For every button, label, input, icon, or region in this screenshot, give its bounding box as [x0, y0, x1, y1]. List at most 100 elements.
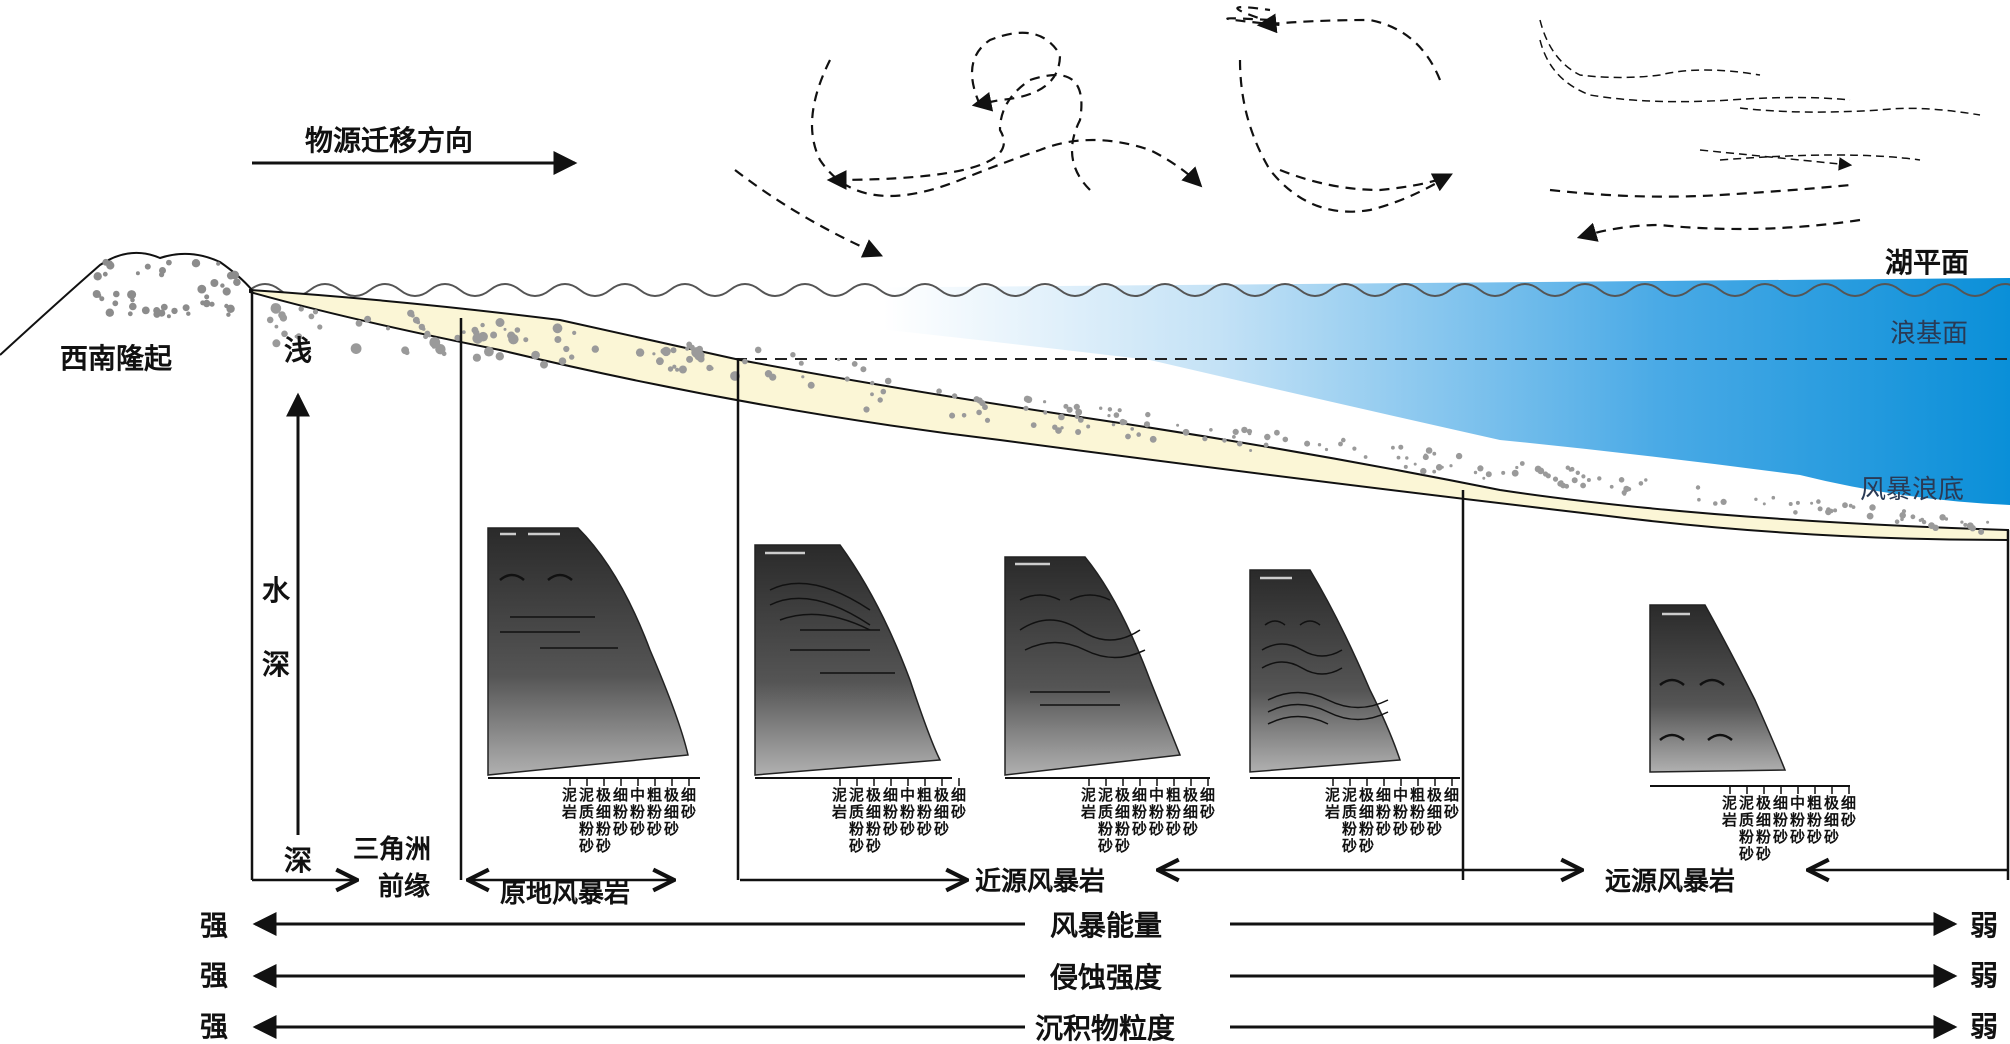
sand-grain-dot — [416, 320, 421, 325]
sand-grain-dot — [410, 313, 415, 318]
sand-grain-dot — [1060, 426, 1064, 430]
sand-grain-dot — [1420, 467, 1427, 475]
sand-grain-dot — [1073, 403, 1080, 410]
sand-grain-dot — [1966, 522, 1974, 530]
sand-grain-dot — [1825, 508, 1832, 516]
sand-grain-dot — [1720, 498, 1727, 505]
sand-grain-dot — [976, 409, 982, 416]
sand-grain-dot — [851, 361, 858, 367]
sand-body — [249, 288, 2009, 542]
uplift-grain-dot — [210, 279, 219, 287]
sand-grain-dot — [1511, 469, 1519, 477]
sand-grain-dot — [1933, 525, 1938, 530]
sand-grain-dot — [1910, 514, 1916, 520]
sand-grain-dot — [1113, 412, 1120, 418]
sand-grain-dot — [473, 329, 480, 336]
sand-grain-dot — [558, 357, 567, 366]
sand-grain-dot — [884, 377, 892, 385]
depth-label-char-2: 深 — [262, 648, 290, 681]
sand-grain-dot — [1352, 446, 1357, 451]
sand-grain-dot — [552, 323, 563, 334]
grain-size-scales: 泥岩泥质粉砂极细粉砂细粉砂中粉砂粗粉砂极细砂细砂泥岩泥质粉砂极细粉砂细粉砂中粉砂… — [561, 778, 1856, 863]
uplift-grain-dot — [209, 301, 215, 307]
sand-grain-dot — [490, 331, 498, 339]
sand-grain-dot — [1920, 517, 1925, 522]
gradient-row-grain-size: 强 沉积物粒度 弱 — [200, 1010, 1998, 1044]
uplift-grain-dot — [135, 271, 140, 276]
uplift-grain-dot — [129, 302, 137, 311]
sand-grain-dot — [1866, 512, 1874, 520]
sand-grain-dot — [427, 334, 431, 338]
grain-size-label: 细砂 — [681, 786, 696, 821]
sand-grain-dot — [1396, 455, 1401, 460]
sand-grain-dot — [364, 315, 372, 323]
grain-size-label: 细砂 — [1444, 786, 1459, 821]
uplift-grain-dot — [144, 263, 151, 270]
wave-base-label: 浪基面 — [1890, 319, 1968, 349]
storm-energy-label: 风暴能量 — [1050, 909, 1162, 942]
storm-wind-arrows-light — [1539, 19, 1981, 171]
sand-grain-dot — [1023, 395, 1031, 403]
depth-shallow-label: 浅 — [284, 334, 312, 367]
proximal-tempestite-label: 近源风暴岩 — [975, 867, 1105, 897]
sand-grain-dot — [1086, 424, 1091, 429]
strong-label-2: 强 — [200, 959, 228, 992]
sand-grain-dot — [1848, 503, 1853, 508]
grain-size-label: 泥质粉砂 — [1098, 786, 1113, 855]
grain-size-label: 泥岩 — [1721, 794, 1737, 829]
sand-grain-dot — [1754, 497, 1758, 501]
sand-grain-dot — [870, 380, 875, 386]
sand-grain-dot — [312, 309, 319, 315]
sand-grain-dot — [298, 306, 304, 312]
sand-grain-dot — [1077, 417, 1084, 423]
column-proximal-1 — [754, 544, 952, 779]
uplift-grain-dot — [233, 278, 241, 287]
uplift-grain-dot — [224, 303, 229, 309]
uplift-grain-dot — [153, 310, 161, 318]
sand-grain-dot — [1209, 428, 1213, 432]
sand-grain-dot — [274, 324, 279, 329]
sand-grain-dot — [1568, 467, 1573, 472]
storm-wave-base-label: 风暴浪底 — [1860, 475, 1964, 505]
grain-size-label: 细砂 — [1200, 786, 1215, 821]
sand-grain-dot — [423, 334, 429, 340]
sand-grain-dot — [1810, 501, 1814, 505]
uplift-grain-dot — [105, 308, 115, 317]
sand-grain-dot — [1063, 403, 1069, 409]
sand-grain-dot — [1111, 422, 1116, 427]
sand-grain-dot — [1597, 476, 1602, 481]
sand-grain-dot — [1477, 465, 1484, 472]
sand-grain-dot — [1066, 406, 1073, 413]
sand-grain-dot — [266, 316, 274, 324]
sand-grain-dot — [790, 352, 796, 358]
sand-grain-dot — [1143, 421, 1151, 428]
depth-label-char-1: 水 — [262, 574, 291, 607]
grain-size-label: 中粉砂 — [630, 786, 645, 838]
delta-front-label-line2: 前缘 — [378, 871, 430, 902]
sand-grain-dot — [1552, 476, 1559, 482]
grain-size-label: 极细粉砂 — [1756, 794, 1772, 863]
sand-grain-dot — [507, 331, 516, 340]
uplift-grains — [92, 258, 241, 319]
sand-grain-dot — [1391, 445, 1395, 450]
grain-size-label: 极细砂 — [1427, 786, 1443, 838]
sand-grain-dot — [317, 324, 323, 330]
sand-grain-dot — [1842, 502, 1848, 509]
sand-grain-dot — [1963, 522, 1968, 527]
sand-grain-dot — [1618, 477, 1625, 483]
sand-grain-dot — [1695, 485, 1701, 490]
sand-grain-dot — [279, 314, 288, 322]
sand-grain-dot — [837, 357, 841, 362]
sand-grain-dot — [694, 350, 705, 361]
sand-grain-dot — [672, 364, 677, 369]
sand-grain-dot — [984, 417, 991, 423]
uplift-grain-dot — [226, 271, 235, 280]
sand-grain-dot — [1455, 452, 1463, 460]
strong-label-3: 强 — [200, 1010, 228, 1043]
sand-grain-dot — [1901, 509, 1907, 514]
sand-grain-dot — [563, 345, 570, 353]
uplift-grain-dot — [112, 300, 119, 307]
uplift-label: 西南隆起 — [60, 342, 173, 375]
sand-grain-dot — [421, 327, 426, 331]
